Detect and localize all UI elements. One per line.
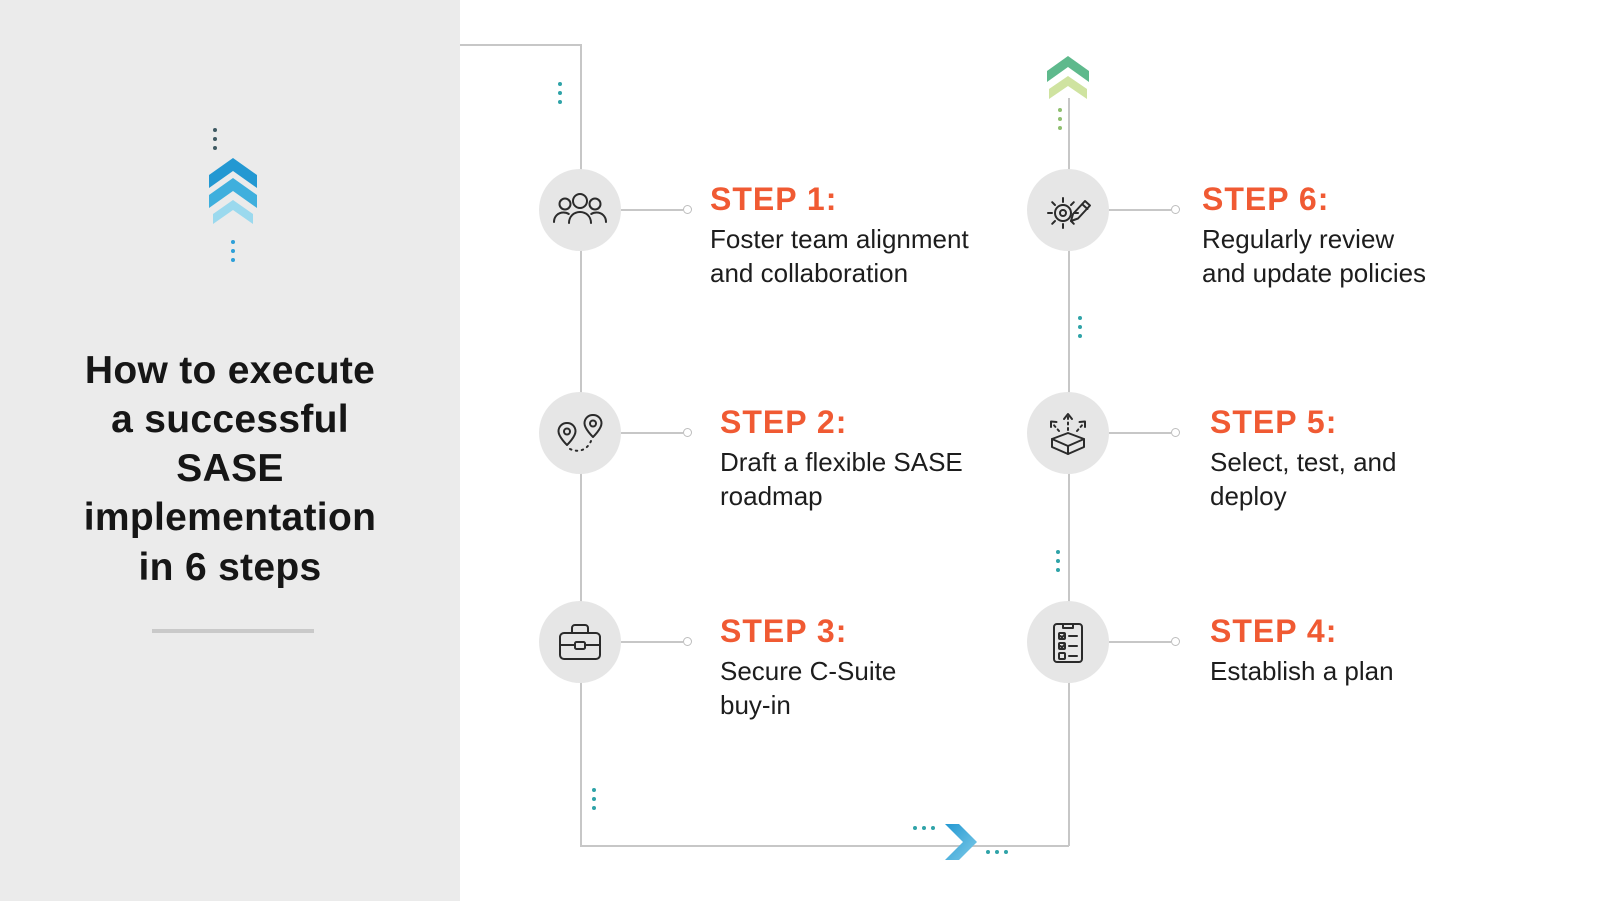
step-2-label: STEP 2:: [720, 404, 848, 440]
step-2-connector: [621, 432, 683, 434]
step-3-label: STEP 3:: [720, 613, 848, 649]
step-4-circle: [1027, 601, 1109, 683]
step-5-description: Select, test, and deploy: [1210, 447, 1397, 511]
step-5-connector-dot: [1171, 428, 1180, 437]
dots-panel-top: [213, 128, 217, 150]
review-policies-icon: [1047, 197, 1091, 229]
step-4-description: Establish a plan: [1210, 656, 1394, 686]
step-5-block: STEP 5: Select, test, and deploy: [1027, 392, 1507, 522]
step-3-block: STEP 3: Secure C-Suite buy-in: [539, 601, 1019, 731]
connector-bottom-horizontal: [580, 845, 1069, 847]
step-1-connector-dot: [683, 205, 692, 214]
step-2-description: Draft a flexible SASE roadmap: [720, 447, 963, 511]
step-5-label: STEP 5:: [1210, 404, 1338, 440]
roadmap-icon: [557, 414, 603, 452]
step-6-label: STEP 6:: [1202, 181, 1330, 217]
step-1-description: Foster team alignment and collaboration: [710, 224, 969, 288]
step-4-connector-dot: [1171, 637, 1180, 646]
step-6-description: Regularly review and update policies: [1202, 224, 1427, 288]
step-1-circle: [539, 169, 621, 251]
title-divider: [152, 629, 314, 633]
step-4-connector: [1109, 641, 1171, 643]
step-5-circle: [1027, 392, 1109, 474]
dots-before-bottom-chevron: [913, 826, 935, 830]
checklist-icon: [1053, 623, 1083, 663]
team-icon: [553, 193, 607, 224]
dots-below-blue-chevrons: [231, 240, 235, 262]
dots-after-bottom-chevron: [986, 850, 1008, 854]
step-4-block: STEP 4: Establish a plan: [1027, 601, 1507, 731]
triple-chevron-up-blue-icon: [209, 158, 257, 224]
step-2-circle: [539, 392, 621, 474]
step-6-block: STEP 6: Regularly review and update poli…: [1027, 169, 1507, 299]
dots-below-green-chevrons: [1058, 108, 1062, 130]
briefcase-icon: [559, 624, 601, 660]
dots-between-step5-step4: [1056, 550, 1060, 572]
step-5-connector: [1109, 432, 1171, 434]
step-1-block: STEP 1: Foster team alignment and collab…: [539, 169, 1019, 299]
title-panel: [0, 0, 460, 901]
step-3-circle: [539, 601, 621, 683]
dots-left-trunk-top: [558, 82, 562, 104]
step-6-circle: [1027, 169, 1109, 251]
step-2-connector-dot: [683, 428, 692, 437]
chevron-right-blue-icon: [945, 824, 977, 860]
step-6-connector: [1109, 209, 1171, 211]
step-4-label: STEP 4:: [1210, 613, 1338, 649]
page-title: How to execute a successful SASE impleme…: [83, 349, 377, 589]
deploy-icon: [1050, 413, 1086, 455]
step-2-block: STEP 2: Draft a flexible SASE roadmap: [539, 392, 1019, 522]
step-3-connector: [621, 641, 683, 643]
dots-between-step6-step5: [1078, 316, 1082, 338]
dots-below-step3: [592, 788, 596, 810]
step-1-connector: [621, 209, 683, 211]
step-1-label: STEP 1:: [710, 181, 838, 217]
step-3-connector-dot: [683, 637, 692, 646]
step-3-description: Secure C-Suite buy-in: [720, 656, 897, 720]
double-chevron-up-green-icon: [1047, 56, 1089, 99]
step-6-connector-dot: [1171, 205, 1180, 214]
